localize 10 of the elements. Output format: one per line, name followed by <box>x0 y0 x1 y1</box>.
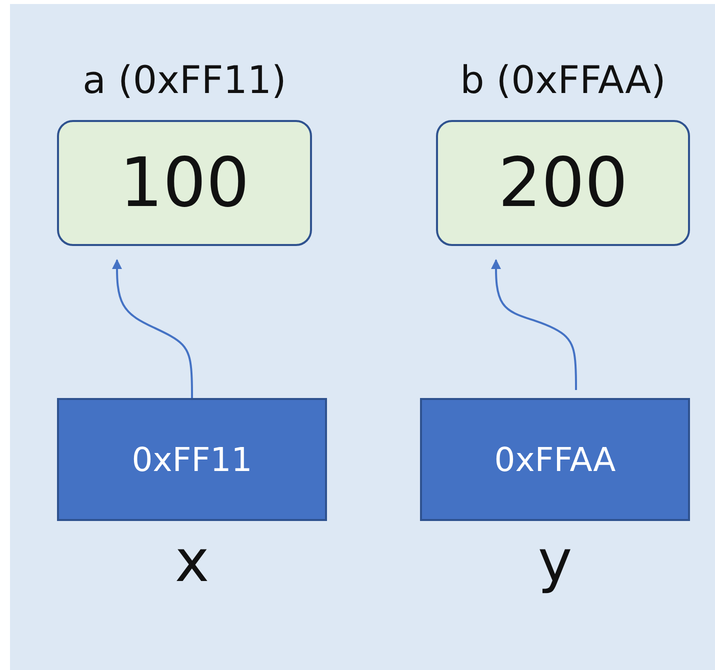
address-label: b (0xFFAA) <box>459 58 667 102</box>
arrow <box>491 259 577 390</box>
pointer-box: 0xFF11 <box>57 398 327 521</box>
address-label: a (0xFF11) <box>82 58 288 102</box>
pointer-box: 0xFFAA <box>420 398 690 521</box>
variable-name: y <box>536 527 574 595</box>
value-box: 100 <box>57 120 312 246</box>
value-box: 200 <box>436 120 690 246</box>
arrow <box>112 259 193 398</box>
variable-name: x <box>174 527 210 595</box>
